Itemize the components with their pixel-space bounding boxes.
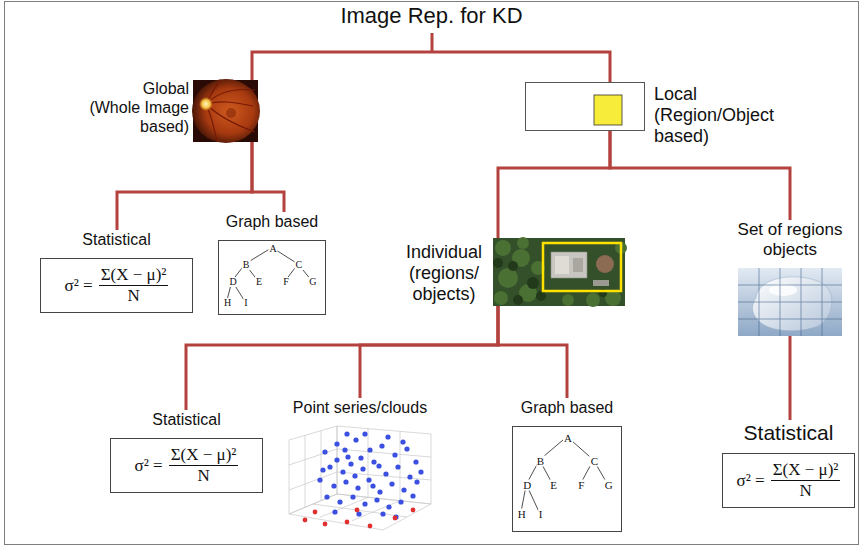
formula-numerator: Σ(X − μ)² (169, 445, 239, 466)
tree-connector (498, 131, 610, 238)
region-set-node: Set of regions objects (730, 220, 850, 336)
statistical-node: Statistical σ² = Σ(X − μ)²N (722, 420, 855, 508)
global-image-node: Global (Whole Image based) (193, 80, 258, 142)
point-cloud-node: Point series/clouds (285, 398, 435, 534)
category-label: Point series/clouds (285, 398, 435, 418)
formula-numerator: Σ(X − μ)² (99, 265, 169, 286)
tree-letter: F (282, 277, 290, 287)
tree-letter: G (604, 480, 614, 491)
tree-letter: A (268, 244, 277, 254)
aerial-photo (493, 237, 627, 307)
category-label: Individual (regions/ objects) (399, 242, 489, 305)
diagram-title: Image Rep. for KD (0, 0, 863, 29)
category-label: Graph based (218, 212, 326, 232)
category-label: Global (Whole Image based) (89, 79, 190, 136)
tree-box: A B C D E F G H I (218, 240, 326, 315)
tree-letter: H (223, 298, 232, 308)
individual-region-node: Individual (regions/ objects) (493, 238, 625, 306)
tree-letter: E (255, 277, 263, 287)
tree-letter: C (295, 260, 304, 270)
category-label: Graph based (512, 398, 622, 418)
tree-letter: H (517, 508, 527, 519)
fundus-image (192, 79, 260, 143)
tree-box: A B C D E F G HI (512, 426, 622, 532)
formula-text: σ² = (737, 471, 765, 491)
root-branch-line (251, 33, 612, 82)
tree-letter: B (536, 455, 545, 466)
statistical-node: Statistical σ² = Σ(X − μ)²N (110, 410, 263, 493)
tree-letter: C (590, 455, 599, 466)
formula-text: σ² = (135, 456, 163, 476)
category-label: Statistical (40, 230, 193, 250)
formula-numerator: Σ(X − μ)² (771, 460, 841, 481)
tree-connector (360, 306, 498, 398)
tree-connector (498, 306, 567, 398)
tree-letter: E (549, 480, 558, 491)
category-label: Local (Region/Object based) (654, 84, 794, 147)
formula-box: σ² = Σ(X − μ)²N (722, 453, 855, 508)
formula-denominator: N (127, 286, 139, 306)
tree-letter: I (538, 508, 544, 519)
tree-letter: I (243, 298, 248, 308)
category-label: Statistical (110, 410, 263, 430)
tree-letter: A (563, 432, 573, 443)
tree-letter: D (522, 480, 532, 491)
statistical-node: Statistical σ² = Σ(X − μ)²N (40, 230, 193, 313)
formula-denominator: N (197, 466, 209, 486)
tree-connector (186, 306, 498, 410)
tree-letter: G (308, 277, 317, 287)
outer-frame (5, 2, 859, 545)
graph-node: Graph basedA B C D E F G HI (512, 398, 622, 532)
formula-denominator: N (799, 481, 811, 501)
region-set-render (738, 268, 842, 336)
formula-box: σ² = Σ(X − μ)²N (110, 438, 263, 493)
tree-connector (789, 336, 792, 420)
tree-connector (252, 142, 284, 212)
category-label: Statistical (722, 420, 855, 445)
tree-letter: F (577, 480, 585, 491)
local-region-node: Local (Region/Object based) (525, 82, 645, 131)
tree-letter: B (242, 260, 251, 270)
region-square (594, 95, 622, 125)
graph-node: Graph basedA B C D E F G H I (218, 212, 326, 315)
formula-box: σ² = Σ(X − μ)²N (40, 258, 193, 313)
tree-letter: D (228, 277, 237, 287)
category-label: Set of regions objects (730, 220, 850, 260)
formula-text: σ² = (65, 276, 93, 296)
point-cloud-plot (289, 426, 431, 530)
